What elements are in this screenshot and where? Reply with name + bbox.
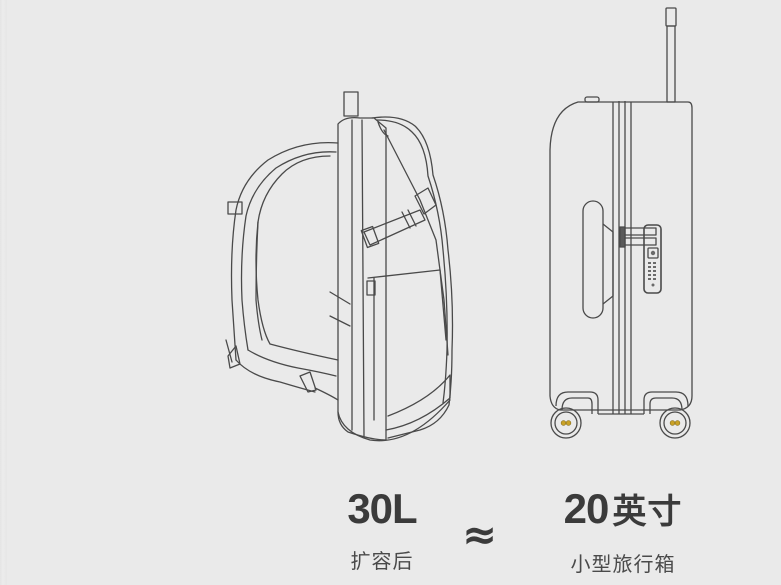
backpack-note: 扩容后 <box>350 549 414 573</box>
backpack-spec: 30L 扩容后 <box>330 486 434 574</box>
approx-equal-symbol: ≈ <box>462 510 498 559</box>
backpack-capacity: 30L <box>347 485 417 532</box>
suitcase-note: 小型旅行箱 <box>570 552 676 576</box>
suitcase-size-number: 20 <box>563 485 610 532</box>
suitcase-size-unit: 英寸 <box>612 492 683 532</box>
left-edge-shadow <box>0 0 7 585</box>
